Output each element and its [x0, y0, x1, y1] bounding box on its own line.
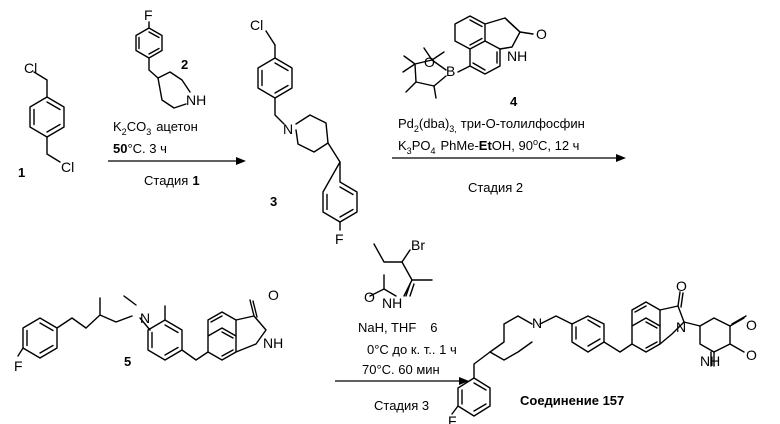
compound-5-structure: [18, 296, 266, 360]
compound-1-chlorine-top: Cl: [24, 60, 37, 76]
compound-5-nh: NH: [263, 335, 283, 351]
compound-5-fluorine: F: [14, 358, 23, 374]
compound-5-oxygen: O: [268, 287, 279, 303]
compound-4-nh: NH: [507, 48, 527, 64]
compound-6-nh: NH: [382, 295, 402, 311]
step2-base-solvent: K3PO4PhMe-EtOH, 90oC, 12 ч: [398, 137, 579, 156]
compound-157-fluorine: F: [448, 413, 457, 424]
compound-4-boron: B: [446, 63, 455, 79]
step1-arrow: [108, 157, 246, 165]
compound-4-boronate-oxygen: O: [424, 54, 435, 70]
compound-157-imide-oxygen-bottom: O: [746, 347, 757, 363]
compound-2-number: 2: [181, 57, 188, 72]
step2-arrow: [392, 154, 626, 162]
step1-reagents: K2CO3ацетон: [113, 119, 198, 137]
compound-6-oxygen: O: [364, 289, 375, 305]
compound-5-nitrogen: N: [140, 310, 150, 326]
compound-6-bromine: Br: [411, 237, 425, 253]
compound-1-chlorine-bottom: Cl: [61, 159, 74, 175]
compound-2-nh: NH: [186, 92, 206, 108]
compound-157-lactam-nitrogen: N: [676, 319, 686, 335]
compound-157-piperidine-nitrogen: N: [532, 315, 542, 331]
compound-1-number: 1: [18, 165, 25, 180]
compound-4-number: 4: [510, 94, 518, 109]
compound-2-fluorine: F: [144, 7, 153, 23]
step3-stage-label: Стадия 3: [374, 398, 429, 413]
step3-temperature-2: 70°C. 60 мин: [362, 362, 440, 377]
compound-1-structure: [30, 72, 64, 162]
compound-157-imide-oxygen-right: O: [746, 317, 757, 333]
compound-157-label: Соединение 157: [520, 393, 624, 408]
step2-catalyst: Pd2(dba)3,три-O-толилфосфин: [398, 116, 585, 134]
compound-3-nitrogen: N: [283, 121, 293, 137]
step3-base: NaH, THF6: [358, 320, 438, 335]
step3-temperature-1: 0°C до к. т.. 1 ч: [367, 342, 457, 357]
compound-3-fluorine: F: [335, 231, 344, 247]
step3-arrow: [335, 377, 469, 385]
compound-157-imide-nh: NH: [700, 353, 720, 369]
compound-3-chlorine: Cl: [250, 17, 263, 33]
compound-5-number: 5: [124, 354, 131, 369]
compound-157-lactam-oxygen: O: [676, 278, 687, 294]
step1-stage-label: Стадия1: [144, 173, 200, 188]
compound-3-number: 3: [270, 194, 277, 209]
step1-temperature: 50°C. 3 ч: [113, 141, 167, 156]
step2-stage-label: Стадия 2: [468, 180, 523, 195]
compound-4-oxygen: O: [536, 26, 547, 42]
